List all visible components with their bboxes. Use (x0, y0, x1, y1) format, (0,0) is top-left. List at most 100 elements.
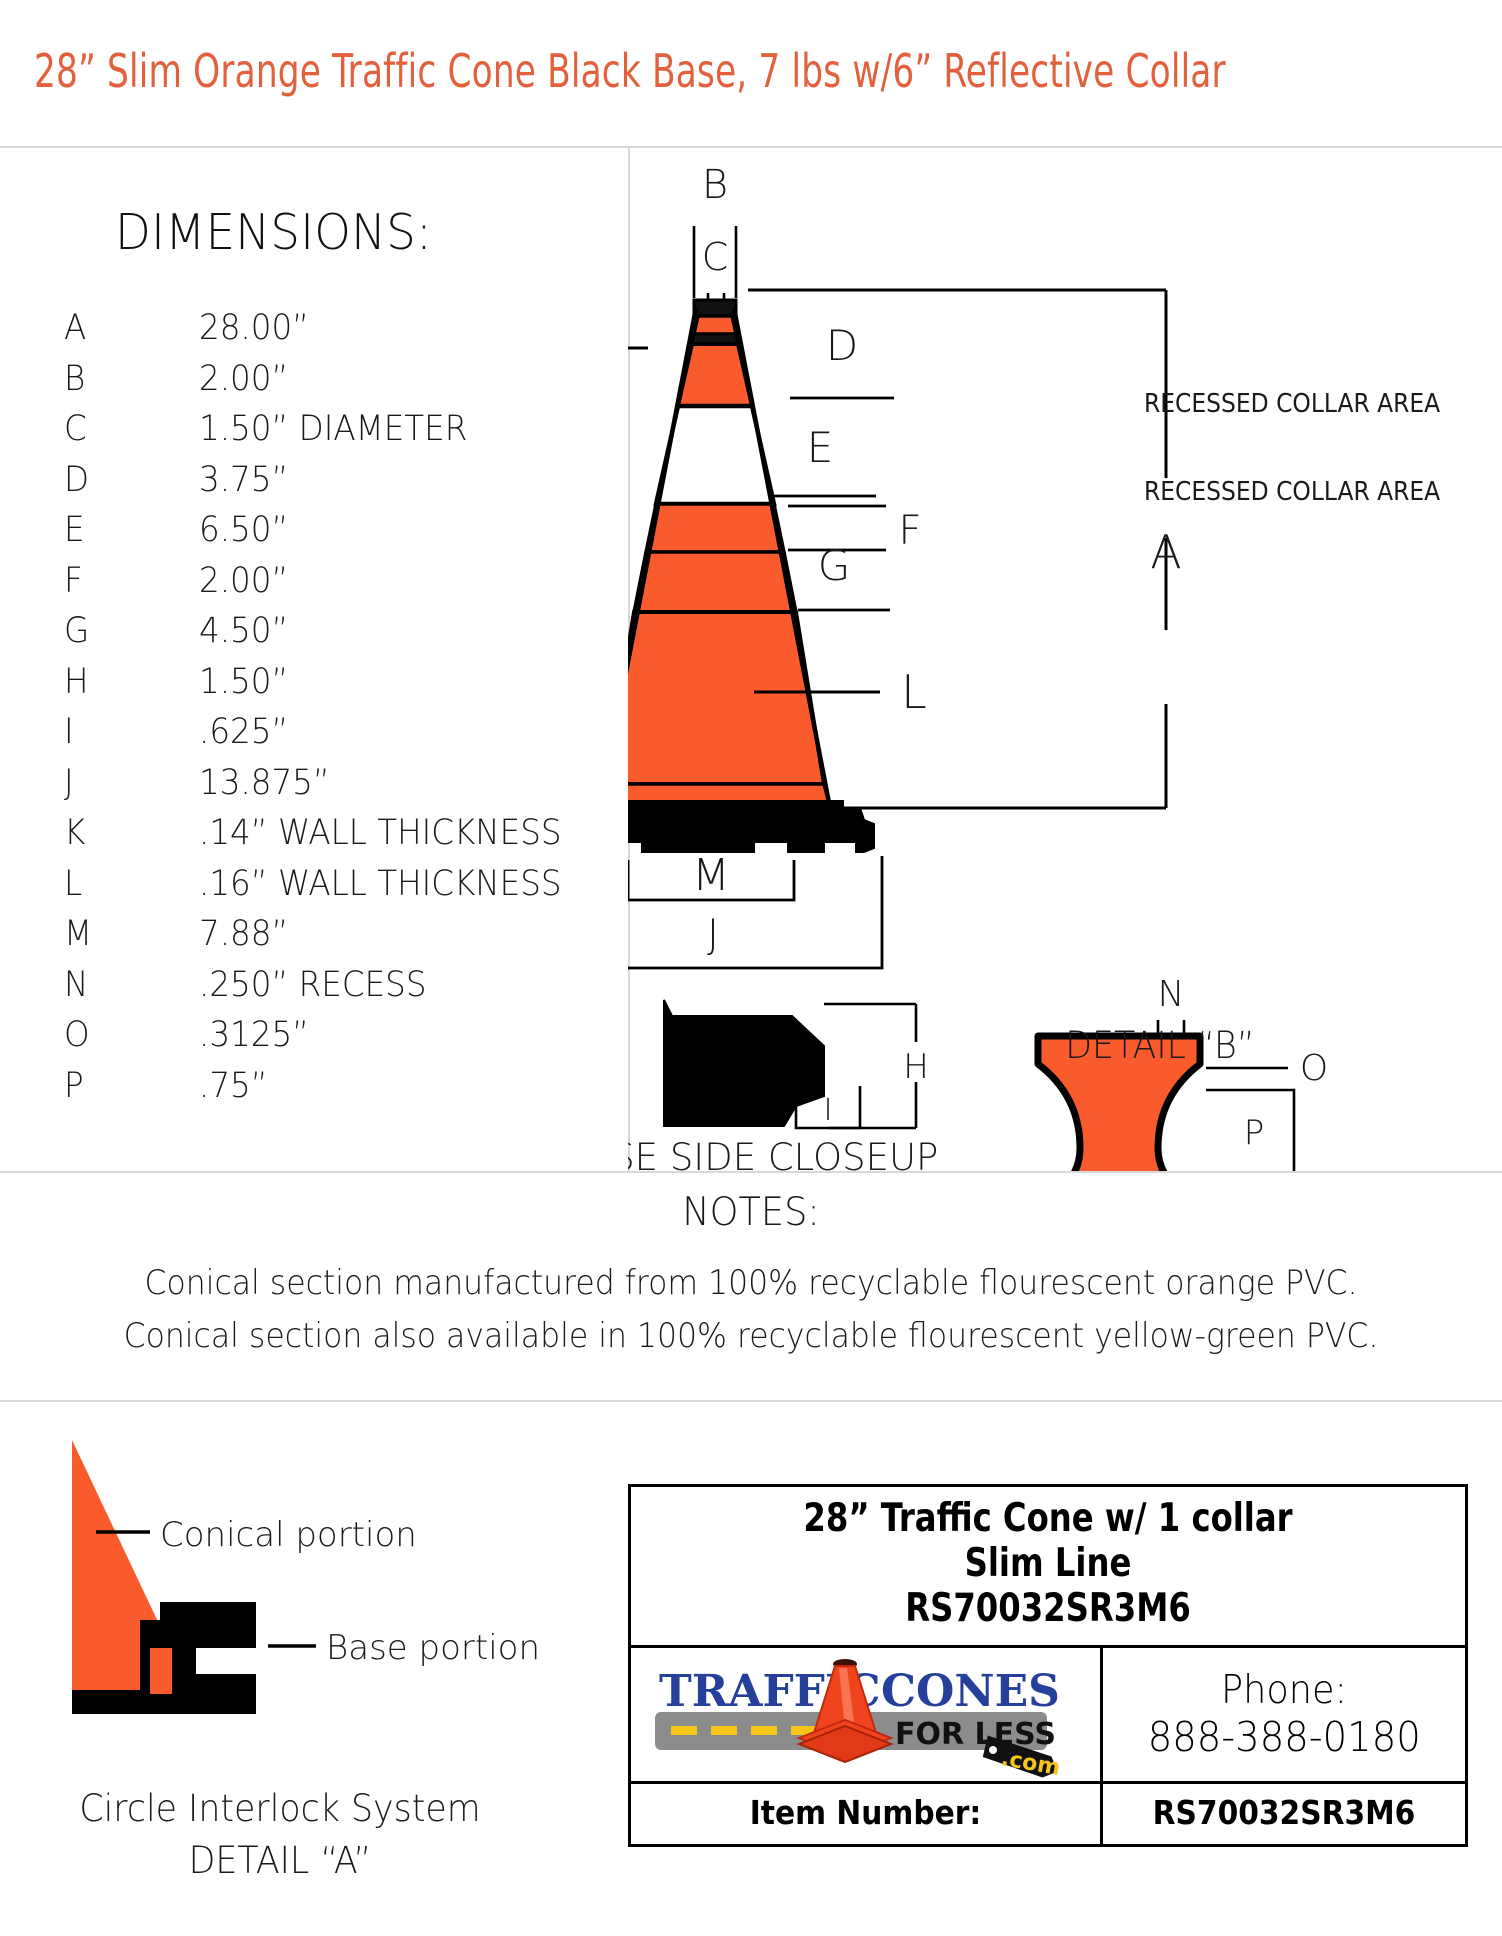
dim-key: L (64, 863, 83, 904)
page-title: 28” Slim Orange Traffic Cone Black Base,… (34, 44, 1226, 98)
traffic-cones-for-less-logo: TRAFFIC CONES FOR LESS (655, 1658, 1062, 1781)
base-side-closeup-caption: BASE SIDE CLOSEUP (628, 1136, 938, 1171)
info-table: 28” Traffic Cone w/ 1 collar Slim Line R… (628, 1484, 1468, 1847)
cone-base (628, 807, 875, 853)
phone-number[interactable]: 888-388-0180 (1147, 1712, 1421, 1761)
info-table-product-row: 28” Traffic Cone w/ 1 collar Slim Line R… (631, 1487, 1465, 1648)
table-row: G 4.50” (64, 611, 589, 662)
phone-cell: Phone: 888-388-0180 (1103, 1648, 1465, 1781)
dim-value: .250” RECESS (199, 964, 427, 1005)
phone-label: Phone: (1221, 1667, 1347, 1713)
notes-divider (0, 1400, 1502, 1402)
dim-value: 4.50” (199, 611, 289, 651)
table-row: M 7.88” (64, 914, 589, 965)
table-row: P .75” (64, 1066, 589, 1117)
callout-a: A (1150, 525, 1181, 579)
cone-technical-drawing: B C (628, 162, 1440, 1171)
logo-cone-icon (796, 1658, 894, 1763)
dim-key: H (64, 661, 89, 702)
detail-b-shape (1034, 1032, 1204, 1171)
recessed-collar-label-1: RECESSED COLLAR AREA (1144, 389, 1440, 419)
detail-a-section: Conical portion Base portion Circle Inte… (0, 1412, 620, 1936)
interlock-notch (150, 1648, 172, 1694)
callout-b: B (702, 162, 728, 208)
base-side-closeup-shape (663, 999, 825, 1127)
upper-divider (0, 1171, 1502, 1173)
notes-heading: NOTES: (682, 1190, 820, 1235)
dim-key: D (64, 459, 90, 500)
dimensions-heading: DIMENSIONS: (115, 204, 433, 261)
dim-value: 3.75” (199, 459, 289, 500)
detail-a-caption-line2: DETAIL “A” (188, 1839, 372, 1882)
detail-b-caption: DETAIL “B” (1065, 1024, 1255, 1067)
dim-value: 1.50” DIAMETER (199, 409, 468, 449)
item-number-label: Item Number: (749, 1792, 982, 1832)
company-logo[interactable]: TRAFFIC CONES FOR LESS (649, 1654, 1089, 1783)
dim-key: A (64, 308, 87, 348)
callout-j: J (707, 912, 719, 958)
callout-f: F (898, 508, 921, 554)
note-line-2: Conical section also available in 100% r… (123, 1316, 1379, 1355)
dim-value: 7.88” (199, 914, 289, 954)
callout-p: P (1244, 1113, 1265, 1153)
table-row: L .16” WALL THICKNESS (64, 864, 589, 915)
dim-key: K (64, 813, 86, 853)
table-row: E 6.50” (64, 510, 589, 561)
dim-value: .625” (199, 712, 289, 752)
note-line-1: Conical section manufactured from 100% r… (144, 1263, 1358, 1302)
conical-portion-label: Conical portion (160, 1515, 417, 1555)
item-number-value-cell: RS70032SR3M6 (1103, 1784, 1465, 1844)
cone-tip-cap (692, 298, 738, 318)
callout-n: N (1158, 974, 1185, 1015)
table-row: I .625” (64, 712, 589, 763)
logo-word-cones: CONES (881, 1666, 1060, 1717)
dim-key: M (64, 914, 93, 954)
dim-value: 28.00” (199, 308, 310, 348)
dim-value: 2.00” (199, 358, 289, 399)
callout-i: I (824, 1093, 833, 1128)
dim-key: I (64, 712, 74, 752)
callout-o: O (1300, 1048, 1328, 1089)
cone-base-top-lip (628, 800, 844, 814)
table-row: D 3.75” (64, 460, 589, 511)
notes-section: NOTES: Conical section manufactured from… (0, 1171, 1502, 1402)
callout-h: H (903, 1047, 929, 1087)
detail-a-caption-line1: Circle Interlock System (79, 1787, 481, 1830)
dim-key: G (64, 611, 90, 651)
product-name-line3: RS70032SR3M6 (905, 1586, 1191, 1632)
table-row: A 28.00” (64, 308, 589, 359)
dim-key: P (64, 1065, 84, 1106)
dim-value: .14” WALL THICKNESS (199, 813, 562, 853)
product-name-line1: 28” Traffic Cone w/ 1 collar (803, 1496, 1293, 1541)
dim-value: .75” (199, 1065, 268, 1106)
dim-value: .16” WALL THICKNESS (199, 863, 562, 904)
callout-m: M (692, 850, 730, 901)
table-row: N.250” RECESS (64, 965, 589, 1016)
title-bar: 28” Slim Orange Traffic Cone Black Base,… (0, 0, 1502, 148)
logo-tagline: FOR LESS (895, 1717, 1056, 1752)
table-row: F 2.00” (64, 561, 589, 612)
detail-a-drawing: Conical portion Base portion (72, 1440, 540, 1714)
recessed-collar-label-2: RECESSED COLLAR AREA (1144, 477, 1440, 507)
dim-key: F (64, 560, 83, 601)
table-row: O.3125” (64, 1015, 589, 1066)
product-name-line2: Slim Line (964, 1541, 1132, 1587)
dim-value: 2.00” (199, 560, 289, 601)
dim-key: C (64, 409, 87, 449)
base-portion-label: Base portion (326, 1628, 540, 1668)
dim-value: 1.50” (199, 661, 289, 702)
dim-key: O (64, 1015, 90, 1055)
callout-e: E (807, 423, 834, 472)
logo-cell: TRAFFIC CONES FOR LESS (631, 1647, 1103, 1783)
dim-value: 13.875” (199, 762, 330, 803)
table-row: K .14” WALL THICKNESS (64, 813, 589, 864)
dim-key: E (64, 510, 85, 550)
table-row: J 13.875” (64, 763, 589, 814)
dim-value: 6.50” (199, 510, 289, 550)
item-number-label-cell: Item Number: (631, 1783, 1103, 1844)
dim-key: J (64, 762, 74, 803)
info-table-item-row: Item Number: RS70032SR3M6 (631, 1783, 1465, 1844)
